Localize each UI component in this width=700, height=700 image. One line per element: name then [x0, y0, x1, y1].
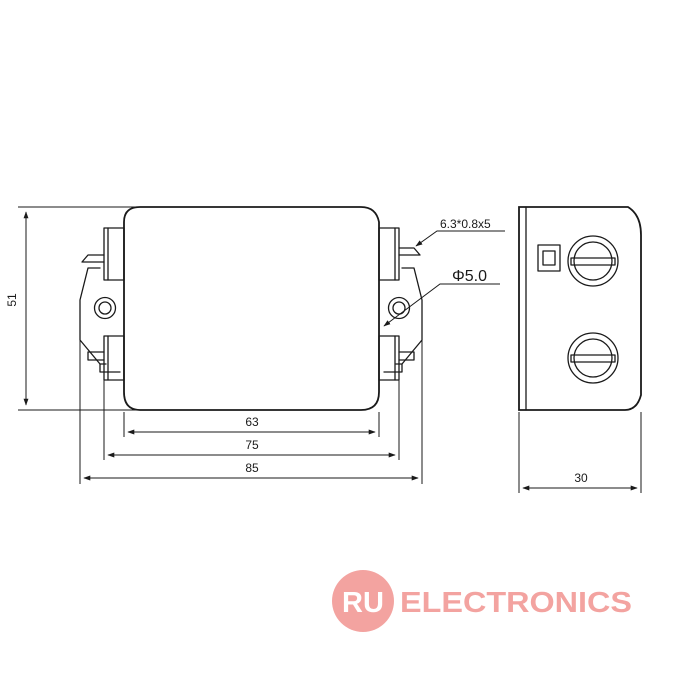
screw-terminal-top: [567, 235, 619, 287]
note-hole-diameter-label: Φ5.0: [452, 268, 487, 285]
dimension-depth-label: 30: [574, 471, 588, 485]
ground-terminal-square: [537, 244, 561, 272]
note-terminal-size: 6.3*0.8x5: [415, 217, 505, 247]
screw-terminal-bottom: [567, 332, 619, 384]
dimension-depth: 30: [518, 412, 642, 493]
note-terminal-size-label: 6.3*0.8x5: [440, 217, 491, 231]
dimension-mount-inner-label: 63: [245, 415, 259, 429]
mounting-flange: [79, 267, 423, 365]
flange-lower-edge: [99, 363, 403, 373]
terminals-right: [378, 227, 421, 381]
note-hole-diameter: Φ5.0: [383, 268, 500, 327]
dimension-mount-mid-label: 75: [245, 438, 259, 452]
dimension-overall-width: 85: [79, 340, 423, 484]
dimension-height-label: 51: [5, 293, 19, 307]
terminals-left: [81, 227, 125, 381]
side-body: [518, 206, 642, 411]
dimension-height: 51: [5, 206, 136, 411]
watermark-badge: [332, 570, 394, 632]
filter-body: [123, 206, 380, 411]
watermark-badge-text: RU: [342, 587, 384, 619]
front-view: 51 63 75 85 6.3*0.8x5 Φ5.0: [5, 206, 505, 484]
watermark-brand-text: ELECTRONICS: [400, 587, 632, 619]
side-view: 30: [518, 206, 642, 493]
dimension-mount-inner: 63: [123, 412, 380, 437]
dimension-overall-width-label: 85: [245, 461, 259, 475]
mount-hole-left: [98, 301, 112, 315]
dimension-mount-mid: 75: [103, 380, 400, 460]
watermark-logo: RU ELECTRONICS: [332, 570, 632, 632]
mount-hole-right: [392, 301, 406, 315]
